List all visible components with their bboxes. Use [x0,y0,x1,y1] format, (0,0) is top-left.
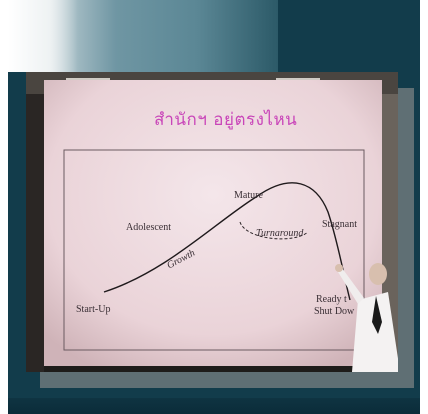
projection-screen [44,80,382,366]
frame-bottom-strip [8,398,420,414]
presenter [335,263,398,372]
label-mature: Mature [234,190,263,201]
label-ready-line1: Ready t [316,294,347,305]
left-wall [26,94,44,372]
slide-title: สำนักฯ อยู่ตรงไหน [154,110,298,130]
label-stagnant: Stagnant [322,219,357,230]
lifecycle-curve [103,182,351,301]
turnaround-curve [239,221,309,240]
label-turnaround: Turnaround [256,228,304,239]
label-start-up: Start-Up [76,304,111,315]
photo-scene [26,72,398,372]
header-image [8,0,278,72]
header-image-fade [8,0,78,72]
label-ready-line2: Shut Dow [314,306,355,317]
label-adolescent: Adolescent [126,222,171,233]
slide-chart-box [63,149,365,351]
presentation-photo: สำนักฯ อยู่ตรงไหน Mature Adolescent Turn… [26,72,398,372]
